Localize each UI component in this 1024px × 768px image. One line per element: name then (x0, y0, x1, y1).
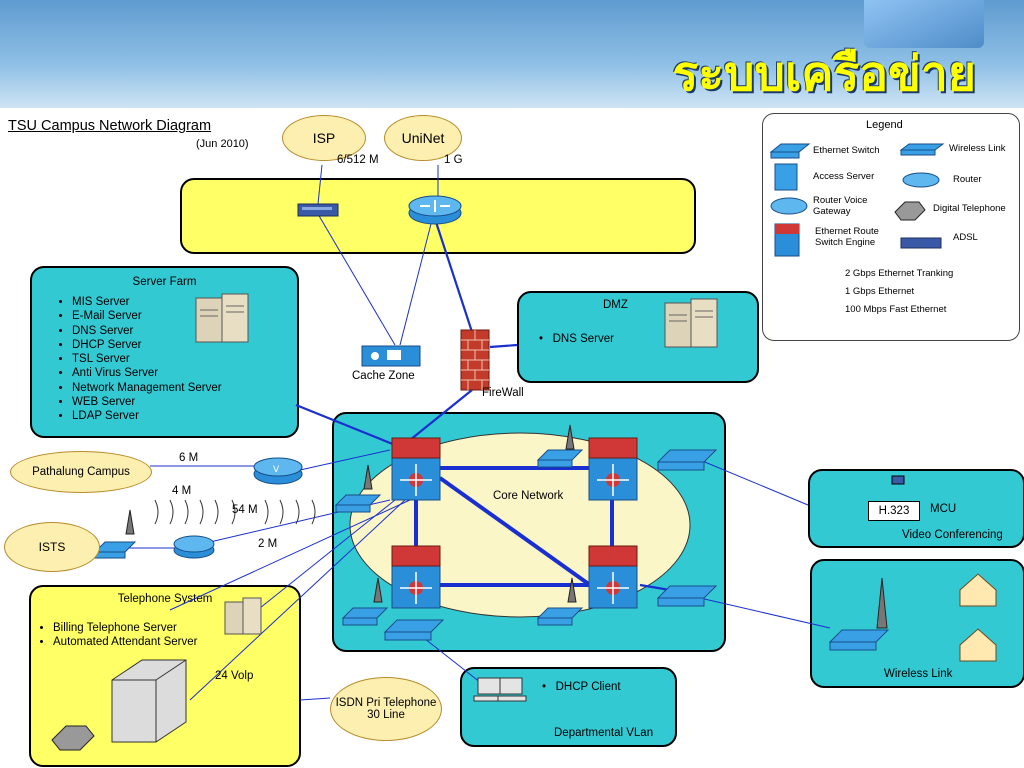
server-farm: Server Farm MIS ServerE-Mail ServerDNS S… (30, 266, 299, 438)
legend-router-voice: Router Voice Gateway (813, 195, 868, 217)
h323-box: H.323 (868, 501, 920, 521)
server-farm-item: E-Mail Server (72, 309, 222, 323)
house-icon (959, 573, 997, 662)
server-farm-item: LDAP Server (72, 409, 222, 423)
isp-link-label: 6/512 M (337, 154, 379, 166)
ists-cloud: ISTS (4, 522, 100, 572)
camera-icon (891, 475, 905, 485)
legend-adsl: ADSL (953, 232, 978, 243)
wireless-zone: Wireless Link (810, 559, 1024, 688)
wireless-arcs (154, 499, 316, 525)
antenna-icon (125, 424, 888, 629)
server-farm-item: MIS Server (72, 295, 222, 309)
uninet-cloud: UniNet (384, 115, 462, 161)
server-farm-item: DNS Server (72, 324, 222, 338)
pathalung-cloud: Pathalung Campus (10, 451, 152, 493)
dept-item: • DHCP Client (542, 681, 621, 693)
server-farm-title: Server Farm (132, 276, 197, 288)
route-switch-icon (391, 437, 441, 501)
pc-icon (473, 677, 527, 702)
dmz-item: • DNS Server (539, 333, 614, 345)
mcu-caption: Video Conferencing (902, 529, 1003, 541)
voip-label: 24 Volp (215, 670, 254, 682)
slide-title: ระบบเครือข่าย (672, 46, 976, 102)
wireless-caption: Wireless Link (884, 668, 953, 680)
legend-icons (769, 143, 945, 257)
header-decoration (864, 0, 984, 48)
pathalung-router-icon: V (253, 457, 303, 485)
diagram-title: TSU Campus Network Diagram (8, 118, 212, 134)
server-farm-item: WEB Server (72, 395, 222, 409)
dept-caption: Departmental VLan (554, 727, 654, 739)
dmz-server-icon (664, 298, 718, 348)
server-farm-item: Anti Virus Server (72, 366, 222, 380)
isdn-cloud: ISDN Pri Telephone 30 Line (330, 677, 442, 741)
telephone-title: Telephone System (117, 593, 213, 605)
legend-100m: 100 Mbps Fast Ethernet (845, 304, 947, 315)
core-label: Core Network (493, 490, 564, 502)
speed-54m: 54 M (232, 504, 258, 516)
mcu-zone: H.323 MCU Video Conferencing (808, 469, 1024, 548)
pathalung-speed: 6 M (179, 452, 199, 464)
router-icon (408, 195, 462, 225)
legend-2g: 2 Gbps Ethernet Tranking (845, 268, 954, 279)
speed-4m: 4 M (172, 485, 192, 497)
legend-route-switch: Ethernet Route Switch Engine (815, 226, 879, 248)
telephone-item: Billing Telephone Server (53, 621, 197, 635)
phone-icon (51, 725, 95, 751)
uninet-link-label: 1 G (444, 154, 463, 166)
legend-router: Router (953, 174, 982, 185)
legend-digital-telephone: Digital Telephone (933, 203, 1006, 214)
legend-wireless-link: Wireless Link (949, 143, 1006, 154)
speed-2m: 2 M (258, 538, 278, 550)
server-farm-item: TSL Server (72, 352, 222, 366)
header-banner: ระบบเครือข่าย (0, 0, 1024, 108)
firewall-label: FireWall (482, 387, 524, 399)
legend-title: Legend (866, 119, 903, 131)
route-switch-icon (588, 545, 638, 609)
mcu-label: MCU (930, 503, 957, 515)
cache-server-icon (361, 345, 421, 367)
legend-access-server: Access Server (813, 171, 875, 182)
adsl-icon (297, 203, 339, 217)
server-icon (195, 293, 249, 343)
server-farm-item: DHCP Server (72, 338, 222, 352)
pbx-icon (111, 659, 187, 743)
route-switch-icon (391, 545, 441, 609)
legend-ethernet-switch: Ethernet Switch (813, 145, 880, 156)
isp-cloud: ISP (282, 115, 366, 161)
legend-1g: 1 Gbps Ethernet (845, 286, 915, 297)
dmz-zone: DMZ • DNS Server (517, 291, 759, 383)
telephone-list: Billing Telephone ServerAutomated Attend… (35, 621, 197, 650)
diagram-date: (Jun 2010) (196, 138, 249, 150)
legend: Legend Ethernet Switch Wireless Link Acc… (762, 113, 1020, 341)
server-farm-list: MIS ServerE-Mail ServerDNS ServerDHCP Se… (54, 295, 222, 424)
dept-item-label: DHCP Client (555, 681, 621, 693)
dmz-item-label: DNS Server (552, 333, 614, 345)
cache-zone-label: Cache Zone (352, 370, 415, 382)
route-switch-icon (588, 437, 638, 501)
svg-text:V: V (273, 465, 280, 475)
dmz-title: DMZ (603, 299, 628, 311)
firewall-icon (460, 329, 490, 391)
telephone-item: Automated Attendant Server (53, 635, 197, 649)
server-farm-item: Network Management Server (72, 381, 222, 395)
telephone-server-icon (224, 597, 262, 635)
ists-router-icon (173, 535, 215, 559)
